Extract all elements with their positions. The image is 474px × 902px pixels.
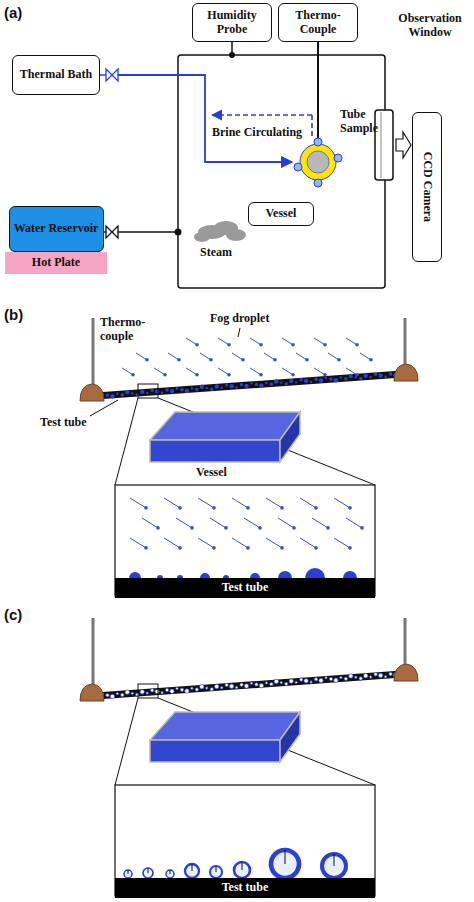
observation-window <box>375 110 393 180</box>
box-text: CCD Camera <box>420 152 434 222</box>
part-label: Fog droplet <box>210 312 269 326</box>
label-text: Tube Sample <box>340 107 378 135</box>
brine-return-line <box>212 114 312 116</box>
test-tube-rod <box>96 374 402 396</box>
box-text: Test tube <box>222 881 269 895</box>
box-text: Water Reservoir <box>14 222 99 236</box>
panel-letter: (c) <box>4 606 22 623</box>
panel-c-illustration <box>80 618 418 896</box>
label-text: (a) <box>4 4 22 21</box>
part-label: Test tube <box>40 416 87 430</box>
label-text: Brine Circulating <box>212 125 302 139</box>
camera-box: CCD Camera <box>412 112 442 262</box>
panel-letter: (a) <box>4 4 22 21</box>
view-arrow <box>396 132 411 158</box>
equipment-box: Thermal Bath <box>12 55 100 95</box>
label-text: Steam <box>200 245 232 259</box>
label-text: Observation Window <box>398 11 461 39</box>
test-tube-bar: Test tube <box>115 878 375 898</box>
sensor-box: Thermo-Couple <box>278 3 358 42</box>
box-text: Vessel <box>266 207 297 221</box>
box-text: Humidity Probe <box>193 9 271 37</box>
valve-symbol <box>106 226 118 238</box>
vessel-tray <box>150 740 280 762</box>
part-label: Observation Window <box>390 12 470 40</box>
part-label: Thermo-couple <box>100 316 154 344</box>
steam-cloud <box>194 221 246 242</box>
panel-letter: (b) <box>4 306 23 323</box>
vessel-box: Vessel <box>248 202 314 226</box>
label-text: (b) <box>4 306 23 323</box>
part-label: Tube Sample <box>340 108 384 136</box>
box-text: Thermo-Couple <box>279 9 357 37</box>
label-text: Vessel <box>196 465 227 479</box>
test-tube-bar: Test tube <box>115 578 375 598</box>
box-text: Test tube <box>222 581 269 595</box>
hot-plate: Hot Plate <box>5 252 107 274</box>
label-text: Thermo-couple <box>100 315 145 343</box>
box-text: Hot Plate <box>32 256 80 270</box>
tube-sample <box>300 144 336 180</box>
reservoir-box: Water Reservoir <box>9 206 104 252</box>
vessel-tray <box>150 440 280 462</box>
chamber <box>178 55 385 288</box>
valve-symbol <box>106 69 118 81</box>
panel-b-illustration <box>80 318 418 596</box>
part-label: Vessel <box>196 466 227 480</box>
label-text: (c) <box>4 606 22 623</box>
label-text: Test tube <box>40 415 87 429</box>
sensor-box: Humidity Probe <box>192 3 272 42</box>
box-text: Thermal Bath <box>20 68 92 82</box>
thermocouple-wire <box>317 42 319 139</box>
part-label: Brine Circulating <box>212 126 302 140</box>
test-tube-rod <box>96 674 402 696</box>
brine-supply-line <box>118 75 292 162</box>
part-label: Steam <box>200 246 232 260</box>
label-text: Fog droplet <box>210 311 269 325</box>
